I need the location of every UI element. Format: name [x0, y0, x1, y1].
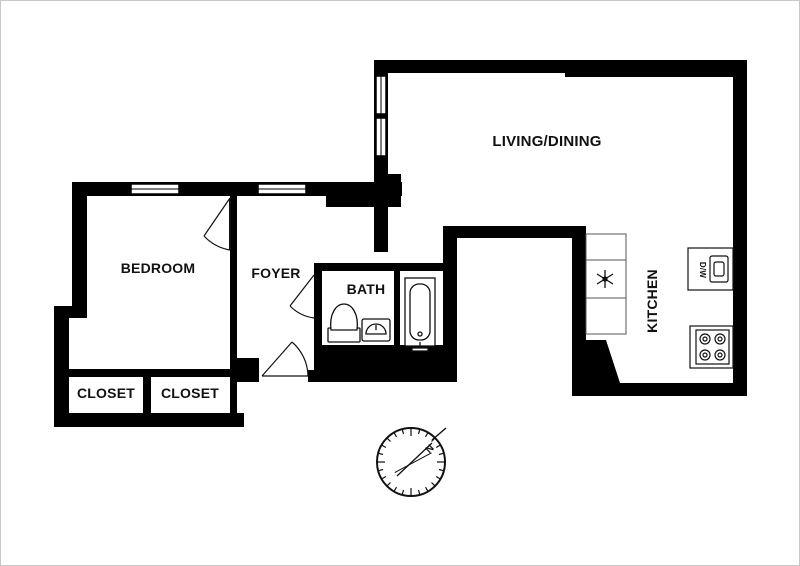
dishwasher-label: D/W [698, 262, 707, 278]
kitchen-label: KITCHEN [644, 269, 660, 333]
sink-icon [361, 318, 391, 342]
compass-tick [424, 486, 429, 492]
compass-tick [417, 429, 421, 435]
bedroom-top-wall [72, 182, 402, 196]
snowflake-icon [596, 270, 614, 288]
compass-tick [393, 486, 398, 492]
closet-left-wall [54, 306, 69, 427]
compass-tick [378, 468, 384, 472]
toilet-icon [327, 303, 361, 343]
sink-icon [709, 255, 729, 283]
living-top-wall [374, 60, 747, 73]
compass-tick [386, 482, 391, 487]
bath-top-wall [314, 263, 444, 271]
foyer-corner-block [237, 358, 259, 382]
closet-divider [143, 369, 151, 425]
compass-tick [401, 429, 405, 435]
living-inner-bottom-wall [443, 226, 586, 238]
living-dining-label: LIVING/DINING [492, 133, 601, 150]
compass-tick [438, 468, 444, 472]
doors [203, 197, 315, 377]
bathtub-icon [404, 277, 436, 352]
compass-tick [381, 475, 387, 480]
bedroom-door [203, 197, 231, 251]
bedroom-right-wall [230, 196, 237, 426]
compass-tick [435, 475, 441, 480]
compass-tick [393, 432, 398, 438]
center-wall [443, 226, 457, 382]
compass-tick [381, 444, 387, 449]
windows [130, 75, 387, 206]
bath-label: BATH [347, 281, 386, 297]
living-top-wall-step [565, 70, 745, 77]
entry-door [261, 341, 309, 377]
kitchen-left-wall [572, 226, 586, 396]
stove-icon [689, 325, 734, 369]
bath-left-wall [314, 263, 322, 378]
compass-tick [438, 452, 444, 456]
compass-tick [431, 482, 436, 487]
compass-tick [401, 489, 405, 495]
compass-tick [435, 444, 441, 449]
living-right-wall [733, 60, 747, 396]
compass-ticks [377, 428, 445, 496]
bedroom-label: BEDROOM [121, 260, 196, 276]
bath-bottom-wall [308, 370, 457, 382]
walls [54, 60, 747, 427]
kitchen-counter [585, 233, 627, 335]
bedroom-left-wall-upper [72, 182, 87, 318]
compass-tick [424, 432, 429, 438]
dishwasher: D/W [687, 247, 734, 291]
closet-right-label: CLOSET [161, 385, 219, 401]
compass-icon: N [376, 427, 447, 497]
kitchen-wedge [586, 340, 620, 383]
closet-left-label: CLOSET [77, 385, 135, 401]
compass-tick [378, 452, 384, 456]
compass-tick [417, 489, 421, 495]
foyer-label: FOYER [251, 265, 300, 281]
tub-partition [394, 268, 400, 348]
compass-tick [386, 437, 391, 442]
kitchen-bottom-wall [572, 383, 747, 396]
bath-door [289, 274, 315, 319]
